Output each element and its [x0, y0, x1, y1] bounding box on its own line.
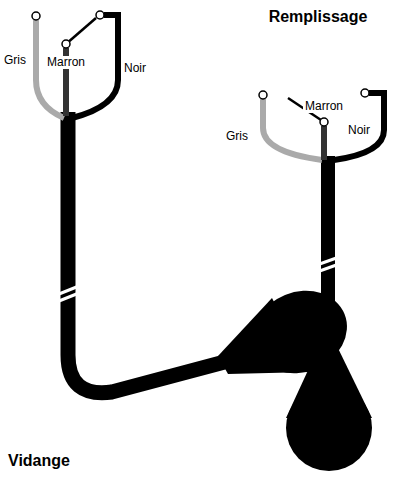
terminal — [320, 118, 328, 126]
break-mark — [314, 263, 342, 273]
wire-label: Noir — [348, 124, 370, 137]
terminal — [361, 89, 369, 97]
wire-label: Marron — [303, 100, 345, 113]
float — [286, 385, 372, 471]
wire-label: Gris — [226, 130, 248, 143]
wire-label: Noir — [124, 62, 146, 75]
switch-blade — [66, 18, 96, 44]
brown-wire — [321, 126, 327, 160]
cable — [68, 112, 232, 393]
wire-label: Gris — [4, 54, 26, 67]
switch-title: Remplissage — [269, 8, 368, 26]
terminal — [96, 11, 104, 19]
terminal — [259, 91, 267, 99]
wire-label: Marron — [45, 56, 87, 69]
drain-float-switch — [32, 11, 359, 393]
terminal — [62, 40, 70, 48]
fill-float-switch — [259, 89, 384, 471]
switch-title: Vidange — [8, 452, 70, 470]
break-mark — [54, 291, 84, 303]
terminal — [32, 12, 40, 20]
